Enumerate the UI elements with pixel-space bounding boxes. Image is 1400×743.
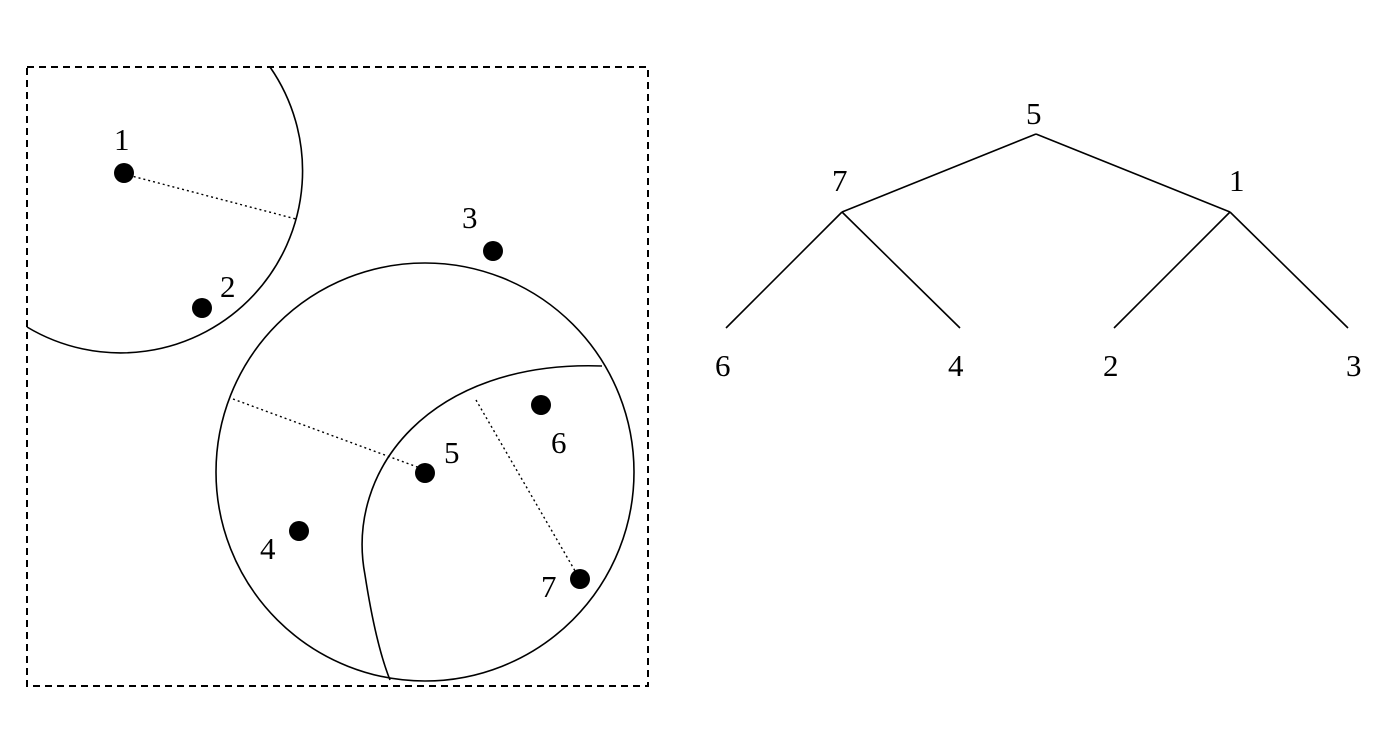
point-3 (483, 241, 503, 261)
tree-edge-5-1 (1035, 133, 1231, 213)
point-label-3: 3 (462, 200, 478, 235)
tree-edge-7-4 (841, 211, 961, 329)
tree-edge-7-6 (725, 211, 843, 329)
radius-line-1 (123, 173, 297, 220)
point-2 (192, 298, 212, 318)
point-1 (114, 163, 134, 183)
tree-edge-1-2 (1113, 211, 1231, 329)
ball-around-7 (361, 365, 603, 681)
tree-node-4: 4 (948, 348, 964, 383)
tree-node-1: 1 (1229, 163, 1245, 198)
point-label-7: 7 (541, 569, 557, 604)
point-label-6: 6 (551, 425, 567, 460)
point-label-5: 5 (444, 435, 460, 470)
space-partition-panel: 1 2 3 4 5 6 7 (26, 66, 649, 687)
tree-edge-1-3 (1229, 211, 1349, 329)
ball-around-1 (26, 66, 304, 354)
point-7 (570, 569, 590, 589)
point-label-1: 1 (114, 122, 130, 157)
tree-node-6: 6 (715, 348, 731, 383)
point-label-2: 2 (220, 269, 236, 304)
point-label-4: 4 (260, 531, 276, 566)
point-4 (289, 521, 309, 541)
bounding-frame (26, 66, 649, 687)
radius-line-7 (475, 399, 579, 577)
ball-around-5 (215, 262, 635, 682)
tree-node-5: 5 (1026, 96, 1042, 131)
tree-edge-5-7 (841, 133, 1037, 213)
tree-node-3: 3 (1346, 348, 1362, 383)
tree-node-7: 7 (832, 163, 848, 198)
tree-node-2: 2 (1103, 348, 1119, 383)
point-5 (415, 463, 435, 483)
radius-line-5 (232, 398, 421, 469)
point-6 (531, 395, 551, 415)
ball-tree-panel: 5 7 1 6 4 2 3 (715, 96, 1362, 383)
